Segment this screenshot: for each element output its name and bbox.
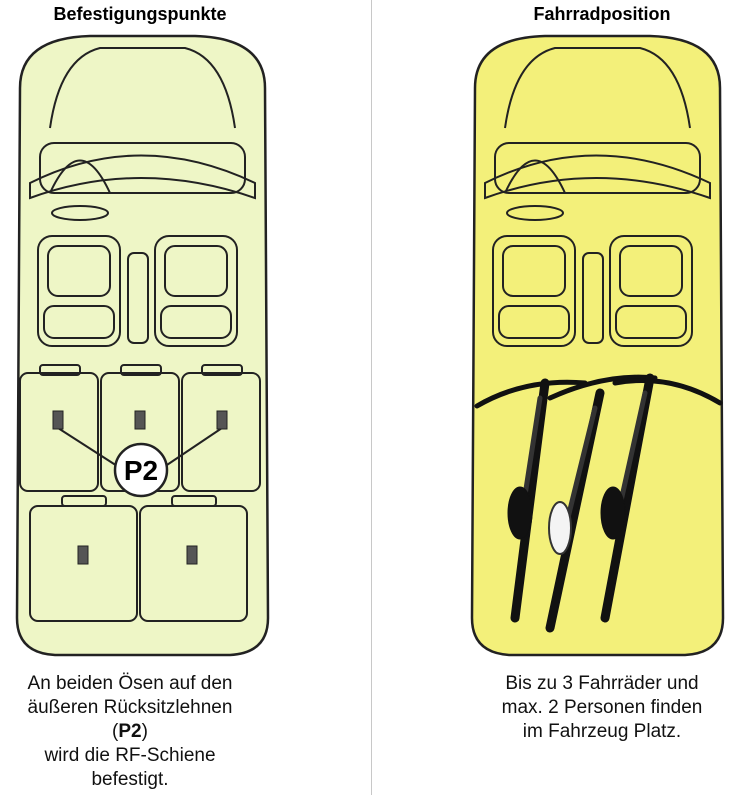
car-body — [15, 34, 270, 657]
left-caption: An beiden Ösen auf den äußeren Rücksitzl… — [0, 672, 290, 792]
bicycle-right — [600, 373, 723, 623]
front-seat-left — [492, 235, 576, 347]
bicycle-middle — [545, 374, 658, 633]
bicycle-left — [474, 378, 588, 623]
caption-line: befestigt. — [91, 769, 169, 790]
left-car-diagram: P2 — [15, 34, 270, 657]
windshield — [29, 154, 256, 200]
caption-line: äußeren Rücksitzlehnen — [27, 697, 233, 718]
left-panel-title: Befestigungspunkte — [53, 4, 227, 24]
caption-line: (P2) — [0, 720, 290, 744]
anchor-points — [52, 410, 228, 565]
hood-outline — [49, 47, 236, 129]
front-seat-right — [609, 235, 693, 347]
panel-divider — [371, 0, 372, 795]
caption-line: max. 2 Personen finden — [501, 697, 703, 718]
center-console — [127, 252, 149, 344]
car-body — [470, 34, 725, 657]
p2-marker-label: P2 — [124, 455, 158, 486]
right-car-diagram — [470, 34, 725, 657]
right-caption: Bis zu 3 Fahrräder und max. 2 Personen f… — [442, 672, 743, 744]
rear-seat-right — [181, 372, 261, 492]
anchor-point — [134, 410, 146, 430]
dashboard — [39, 142, 246, 194]
anchor-point — [186, 545, 198, 565]
caption-line: wird die RF-Schiene — [44, 745, 216, 766]
paren: ) — [141, 721, 148, 742]
anchor-point — [77, 545, 89, 565]
rear-seat-left — [19, 372, 99, 492]
steering-wheel — [51, 205, 109, 221]
white-saddle — [548, 501, 572, 555]
caption-bold-p2: P2 — [118, 721, 142, 742]
front-seat-left — [37, 235, 121, 347]
mirror — [49, 159, 111, 194]
bicycles — [474, 373, 723, 633]
caption-line: im Fahrzeug Platz. — [522, 721, 682, 742]
caption-line: Bis zu 3 Fahrräder und — [505, 673, 699, 694]
anchor-point — [52, 410, 64, 430]
right-panel-title: Fahrradposition — [533, 4, 671, 24]
p2-marker — [113, 442, 169, 498]
caption-line: An beiden Ösen auf den — [27, 673, 233, 694]
anchor-point — [216, 410, 228, 430]
paren: ( — [112, 721, 119, 742]
front-seat-right — [154, 235, 238, 347]
